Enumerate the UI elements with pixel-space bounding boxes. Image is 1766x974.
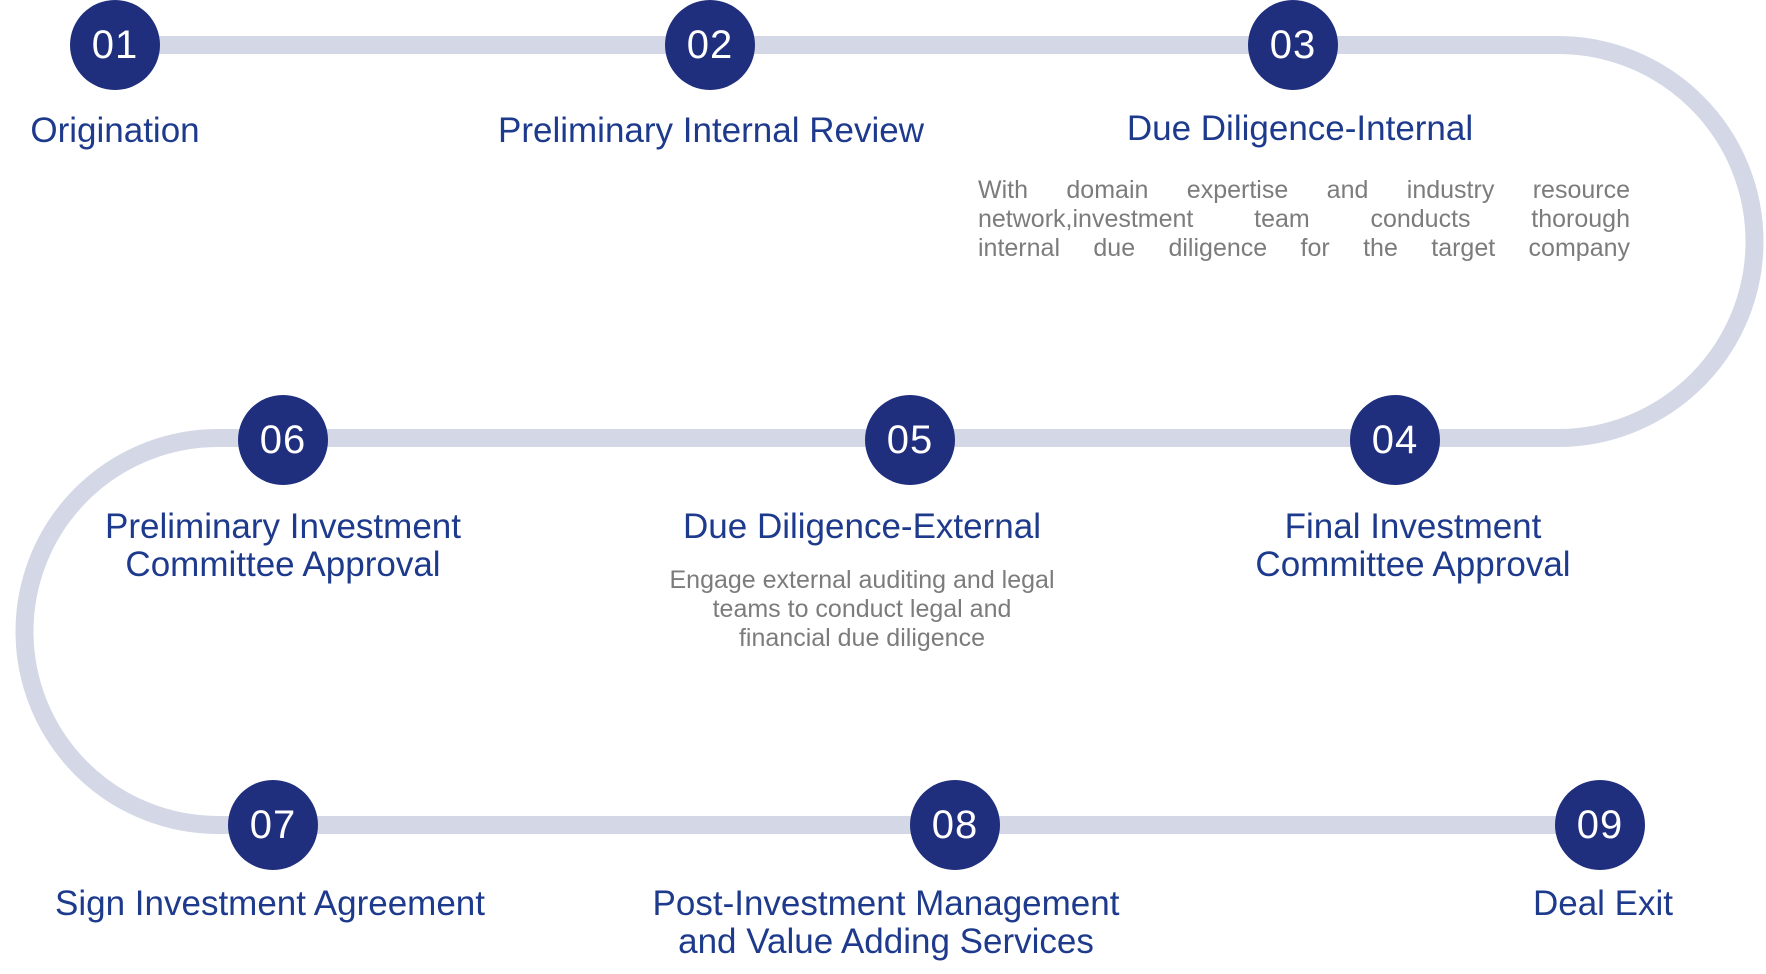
step-01-title: Origination	[30, 111, 200, 150]
step-02-circle: 02	[665, 0, 755, 90]
step-07-number: 07	[249, 802, 297, 847]
step-06-number: 06	[259, 417, 307, 462]
step-05-description: Engage external auditing and legal teams…	[669, 566, 1055, 652]
step-09-circle: 09	[1555, 780, 1645, 870]
step-04-title: Final Investment Committee Approval	[1255, 507, 1571, 584]
step-04-number: 04	[1371, 417, 1419, 462]
step-02-title: Preliminary Internal Review	[498, 111, 924, 150]
step-05-title: Due Diligence-External	[683, 507, 1041, 546]
step-03-title: Due Diligence-Internal	[1126, 109, 1474, 148]
step-03-number: 03	[1269, 22, 1317, 67]
step-08-circle: 08	[910, 780, 1000, 870]
step-06-title: Preliminary Investment Committee Approva…	[105, 507, 461, 584]
step-04-circle: 04	[1350, 395, 1440, 485]
step-03-description: With domain expertise and industry resou…	[978, 176, 1630, 262]
step-01-number: 01	[91, 22, 139, 67]
step-06-circle: 06	[238, 395, 328, 485]
step-07-title: Sign Investment Agreement	[55, 884, 485, 923]
step-05-circle: 05	[865, 395, 955, 485]
step-05-number: 05	[886, 417, 934, 462]
step-07-circle: 07	[228, 780, 318, 870]
step-08-number: 08	[931, 802, 979, 847]
step-09-title: Deal Exit	[1532, 884, 1674, 923]
step-02-number: 02	[686, 22, 734, 67]
step-01-circle: 01	[70, 0, 160, 90]
step-03-circle: 03	[1248, 0, 1338, 90]
step-08-title: Post-Investment Management and Value Add…	[652, 884, 1120, 961]
step-09-number: 09	[1576, 802, 1624, 847]
